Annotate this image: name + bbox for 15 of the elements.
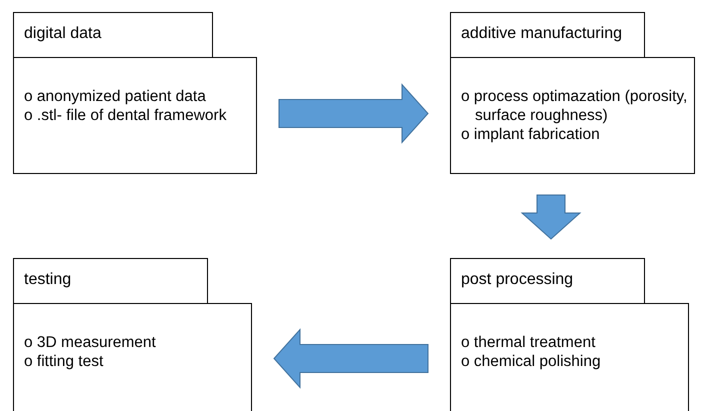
bullet-item: o process optimazation (porosity, surface roughness) [461, 87, 688, 125]
folder-tab-heading: post processing [450, 258, 645, 303]
bullet-item: o fitting test [24, 352, 104, 371]
bullet-item: o 3D measurement [24, 333, 157, 352]
bullet-item: o chemical polishing [461, 352, 602, 371]
folder-tab-heading: additive manufacturing [450, 12, 645, 57]
block-arrow [520, 194, 582, 240]
block-arrow [273, 328, 428, 389]
folder-tab-heading: testing [13, 258, 208, 303]
block-arrow [278, 83, 429, 144]
bullet-item: o .stl- file of dental framework [24, 106, 228, 125]
bullet-item: o implant fabrication [461, 125, 601, 144]
bullet-item: o thermal treatment [461, 333, 596, 352]
folder-tab-heading: digital data [13, 12, 213, 57]
bullet-item: o anonymized patient data [24, 87, 207, 106]
